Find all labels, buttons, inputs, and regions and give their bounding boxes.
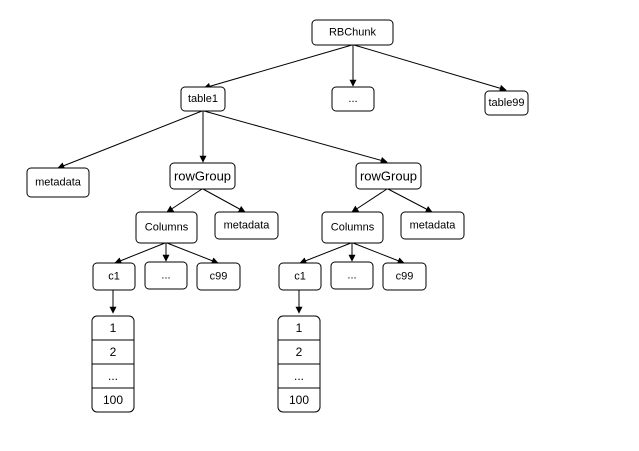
node-c1-b: c1 <box>278 262 322 291</box>
node-c1-a-label: c1 <box>108 271 120 283</box>
node-rbchunk-label: RBChunk <box>329 27 377 39</box>
node-c99-a: c99 <box>196 262 241 291</box>
node-table1-metadata-label: metadata <box>35 177 82 189</box>
node-rowgroup-a-label: rowGroup <box>174 169 231 184</box>
node-columns-a-label: Columns <box>145 222 189 234</box>
node-c1-a: c1 <box>92 262 136 291</box>
value-stack-b-cell: ... <box>294 369 304 383</box>
value-stack-a-cell: 100 <box>103 393 123 407</box>
value-stack-a: 1 2 ... 100 <box>91 315 135 413</box>
node-table1-metadata: metadata <box>26 167 90 198</box>
node-columns-b: Columns <box>321 211 384 244</box>
value-stack-a-cell: ... <box>108 369 118 383</box>
edge-columns-b-c1 <box>299 242 352 264</box>
edge-rowgroup-b-columns <box>351 188 388 213</box>
value-stack-b: 1 2 ... 100 <box>277 315 321 413</box>
node-c99-b-label: c99 <box>396 271 414 283</box>
value-stack-b-cell: 2 <box>296 345 303 359</box>
node-table1-label: table1 <box>188 93 218 105</box>
node-ellipsis-a: ... <box>144 261 188 290</box>
node-table99-label: table99 <box>488 97 524 109</box>
node-table99: table99 <box>484 90 529 116</box>
node-c1-b-label: c1 <box>294 271 306 283</box>
node-rowgroup-b: rowGroup <box>355 162 422 190</box>
edge-root-table99 <box>353 44 507 92</box>
edges <box>57 44 507 314</box>
node-rowgroup-b-label: rowGroup <box>360 169 417 184</box>
node-ellipsis-b-label: ... <box>347 270 356 282</box>
node-table1: table1 <box>180 86 226 112</box>
node-rowgroup-b-metadata-label: metadata <box>410 220 457 232</box>
node-rowgroup-a-metadata-label: metadata <box>224 220 271 232</box>
edge-table1-rowgroup-b <box>203 110 388 164</box>
node-rowgroup-a: rowGroup <box>169 162 236 190</box>
node-root-ellipsis-label: ... <box>348 93 357 105</box>
value-stack-a-cell: 1 <box>110 321 117 335</box>
node-rbchunk: RBChunk <box>311 19 394 46</box>
edge-rowgroup-b-metadata <box>387 188 433 213</box>
value-stack-a-cell: 2 <box>110 345 117 359</box>
edge-columns-a-c1 <box>114 242 166 264</box>
edge-columns-b-c99 <box>352 242 405 264</box>
node-ellipsis-a-label: ... <box>161 270 170 282</box>
node-columns-a: Columns <box>135 211 198 244</box>
node-c99-b: c99 <box>382 262 427 291</box>
node-ellipsis-b: ... <box>330 261 374 290</box>
edge-columns-a-c99 <box>166 242 219 264</box>
edge-table1-metadata <box>57 110 203 169</box>
node-rowgroup-b-metadata: metadata <box>400 211 465 240</box>
node-root-ellipsis: ... <box>331 86 375 112</box>
node-columns-b-label: Columns <box>331 222 375 234</box>
value-stack-b-cell: 1 <box>296 321 303 335</box>
edge-root-table1 <box>203 44 353 90</box>
edge-rowgroup-a-metadata <box>202 188 246 213</box>
node-rowgroup-a-metadata: metadata <box>214 211 279 240</box>
value-stack-b-cell: 100 <box>289 393 309 407</box>
edge-rowgroup-a-columns <box>166 188 203 213</box>
node-c99-a-label: c99 <box>210 271 228 283</box>
